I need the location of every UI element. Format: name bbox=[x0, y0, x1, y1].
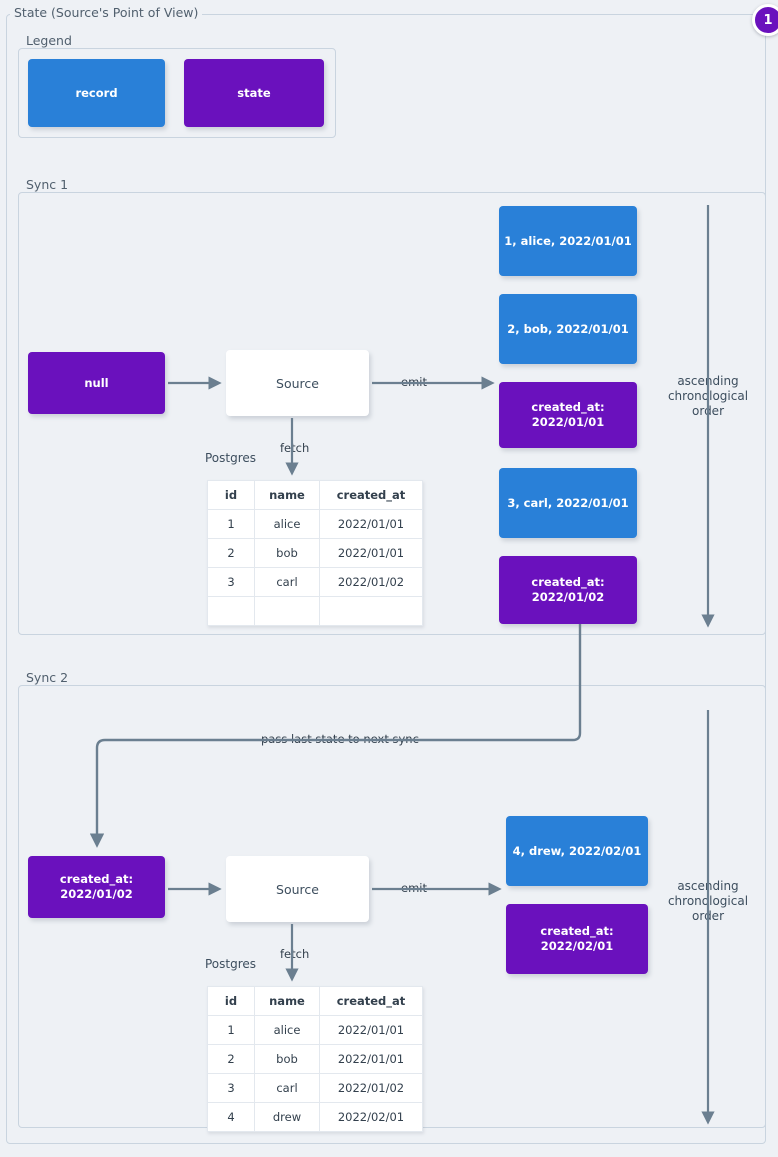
cell-name: drew bbox=[254, 1102, 320, 1132]
cell-created-at: 2022/01/01 bbox=[319, 538, 423, 568]
sync2-source-label: Source bbox=[276, 881, 319, 897]
cell-id: 4 bbox=[207, 1102, 255, 1132]
step-badge-label: 1 bbox=[763, 12, 773, 28]
sync1-output-state-1-label: created_at: 2022/01/01 bbox=[531, 400, 605, 429]
cell-id: 3 bbox=[207, 567, 255, 597]
legend-item-record: record bbox=[28, 59, 165, 127]
sync1-output-record-1: 1, alice, 2022/01/01 bbox=[499, 206, 637, 276]
cell-id: 2 bbox=[207, 1044, 255, 1074]
sync2-emit-label: emit bbox=[398, 881, 430, 895]
cell-id bbox=[207, 596, 255, 626]
table-row: 1 alice 2022/01/01 bbox=[207, 509, 423, 539]
table-row bbox=[207, 596, 423, 626]
sync2-order-label: ascending chronological order bbox=[667, 879, 749, 923]
cell-name: alice bbox=[254, 509, 320, 539]
cell-name: carl bbox=[254, 1073, 320, 1103]
sync1-input-state: null bbox=[28, 352, 165, 414]
sync1-output-record-3-label: 3, carl, 2022/01/01 bbox=[507, 495, 629, 510]
sync1-order-label: ascending chronological order bbox=[667, 374, 749, 418]
sync1-postgres-table: id name created_at 1 alice 2022/01/01 2 … bbox=[207, 480, 423, 626]
sync1-input-state-label: null bbox=[84, 375, 109, 390]
sync2-pass-state-label: pass last state to next sync bbox=[258, 732, 422, 746]
cell-id: 1 bbox=[207, 509, 255, 539]
sync1-source-node: Source bbox=[226, 350, 369, 416]
sync2-output-record-1-label: 4, drew, 2022/02/01 bbox=[512, 843, 642, 858]
cell-created-at: 2022/01/02 bbox=[319, 1073, 423, 1103]
table-row: 2 bob 2022/01/01 bbox=[207, 1044, 423, 1074]
cell-created-at: 2022/01/01 bbox=[319, 1015, 423, 1045]
sync2-postgres-table: id name created_at 1 alice 2022/01/01 2 … bbox=[207, 986, 423, 1132]
step-badge[interactable]: 1 bbox=[752, 4, 778, 36]
cell-created-at: 2022/01/01 bbox=[319, 1044, 423, 1074]
sync2-label: Sync 2 bbox=[22, 671, 73, 685]
table-header-row: id name created_at bbox=[207, 986, 423, 1016]
column-header-name: name bbox=[254, 480, 320, 510]
sync1-output-record-2: 2, bob, 2022/01/01 bbox=[499, 294, 637, 364]
sync2-input-state: created_at: 2022/01/02 bbox=[28, 856, 165, 918]
cell-id: 2 bbox=[207, 538, 255, 568]
column-header-id: id bbox=[207, 986, 255, 1016]
sync1-label: Sync 1 bbox=[22, 178, 73, 192]
cell-created-at: 2022/01/01 bbox=[319, 509, 423, 539]
table-row: 2 bob 2022/01/01 bbox=[207, 538, 423, 568]
cell-created-at: 2022/01/02 bbox=[319, 567, 423, 597]
column-header-created-at: created_at bbox=[319, 480, 423, 510]
sync1-emit-label: emit bbox=[398, 375, 430, 389]
column-header-id: id bbox=[207, 480, 255, 510]
cell-name: alice bbox=[254, 1015, 320, 1045]
cell-name: bob bbox=[254, 538, 320, 568]
table-row: 3 carl 2022/01/02 bbox=[207, 1073, 423, 1103]
sync2-output-state-1: created_at: 2022/02/01 bbox=[506, 904, 648, 974]
sync1-output-state-1: created_at: 2022/01/01 bbox=[499, 382, 637, 448]
legend-label: Legend bbox=[22, 34, 76, 48]
sync2-output-state-1-label: created_at: 2022/02/01 bbox=[540, 924, 614, 953]
legend-item-state-label: state bbox=[237, 85, 271, 100]
sync2-source-node: Source bbox=[226, 856, 369, 922]
sync2-input-state-label: created_at: 2022/01/02 bbox=[59, 872, 134, 901]
cell-id: 3 bbox=[207, 1073, 255, 1103]
sync1-source-label: Source bbox=[276, 375, 319, 391]
table-row: 1 alice 2022/01/01 bbox=[207, 1015, 423, 1045]
sync2-output-record-1: 4, drew, 2022/02/01 bbox=[506, 816, 648, 886]
column-header-name: name bbox=[254, 986, 320, 1016]
page-title: State (Source's Point of View) bbox=[10, 6, 203, 20]
column-header-created-at: created_at bbox=[319, 986, 423, 1016]
legend-item-state: state bbox=[184, 59, 324, 127]
legend-item-record-label: record bbox=[75, 85, 118, 100]
sync2-fetch-label: fetch bbox=[277, 947, 313, 961]
sync1-output-state-2-label: created_at: 2022/01/02 bbox=[531, 575, 605, 604]
sync1-fetch-label: fetch bbox=[277, 441, 313, 455]
sync1-db-label: Postgres bbox=[205, 451, 257, 465]
cell-created-at bbox=[319, 596, 423, 626]
sync1-output-record-2-label: 2, bob, 2022/01/01 bbox=[507, 321, 629, 336]
sync2-db-label: Postgres bbox=[205, 957, 257, 971]
sync1-output-state-2: created_at: 2022/01/02 bbox=[499, 556, 637, 624]
table-header-row: id name created_at bbox=[207, 480, 423, 510]
sync1-output-record-3: 3, carl, 2022/01/01 bbox=[499, 468, 637, 538]
cell-created-at: 2022/02/01 bbox=[319, 1102, 423, 1132]
sync1-output-record-1-label: 1, alice, 2022/01/01 bbox=[504, 233, 632, 248]
table-row: 3 carl 2022/01/02 bbox=[207, 567, 423, 597]
cell-name: carl bbox=[254, 567, 320, 597]
cell-name: bob bbox=[254, 1044, 320, 1074]
table-row: 4 drew 2022/02/01 bbox=[207, 1102, 423, 1132]
cell-id: 1 bbox=[207, 1015, 255, 1045]
cell-name bbox=[254, 596, 320, 626]
